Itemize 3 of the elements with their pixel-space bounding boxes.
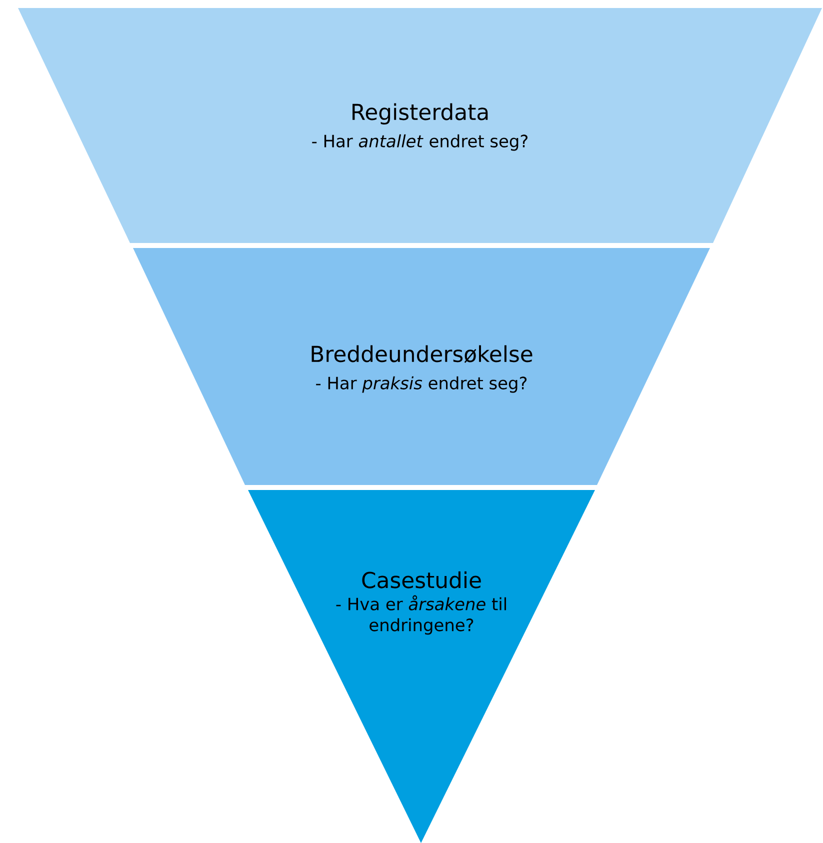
funnel-band: Casestudie - Hva er årsakene til endringene? <box>248 490 595 843</box>
funnel-band: Registerdata - Har antallet endret seg? <box>18 8 822 243</box>
funnel-band: Breddeundersøkelse - Har praksis endret seg? <box>133 248 710 485</box>
